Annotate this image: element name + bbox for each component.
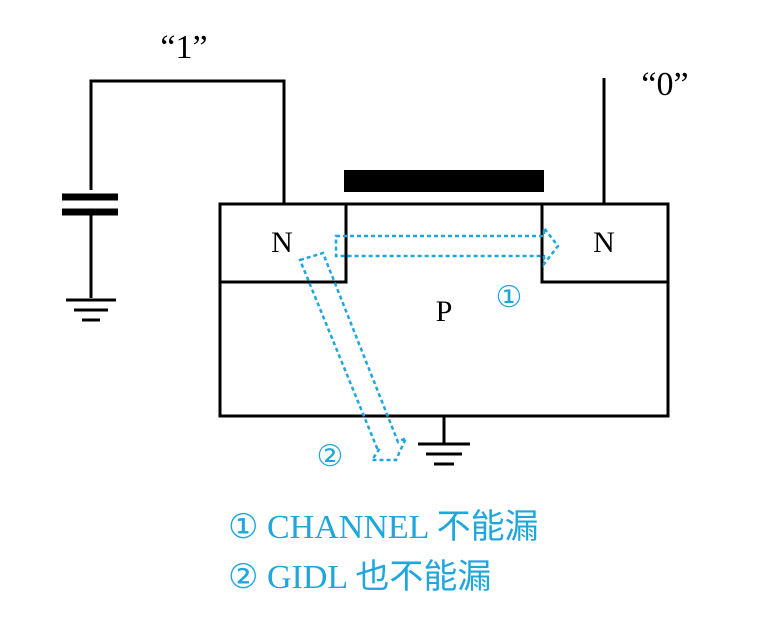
legend-item-gidl: ② GIDL 也不能漏	[228, 558, 491, 598]
drain-region-label: N	[593, 226, 615, 259]
bitline-label-right: “0”	[641, 66, 688, 103]
n-region-left	[220, 204, 348, 284]
n-region-right	[540, 204, 668, 284]
capacitor-wire-top	[89, 79, 286, 204]
legend-item-channel: ① CHANNEL 不能漏	[228, 508, 539, 548]
legend-text: GIDL 也不能漏	[266, 559, 492, 596]
gidl-leakage-marker: ②	[317, 440, 344, 473]
channel-leakage-marker: ①	[496, 281, 523, 314]
channel-leakage-arrow	[334, 224, 560, 268]
legend-marker: ①	[228, 509, 259, 546]
gidl-leakage-arrow	[298, 251, 409, 462]
bitline-label-left: “1”	[160, 29, 207, 66]
source-region-label: N	[271, 226, 293, 259]
substrate-label: P	[436, 295, 453, 328]
gate-electrode	[344, 170, 544, 192]
legend-text: CHANNEL 不能漏	[266, 509, 539, 546]
legend-marker: ②	[228, 559, 259, 596]
capacitor-ground-icon	[66, 298, 116, 322]
storage-capacitor	[62, 79, 286, 298]
substrate-ground-icon	[418, 416, 470, 466]
